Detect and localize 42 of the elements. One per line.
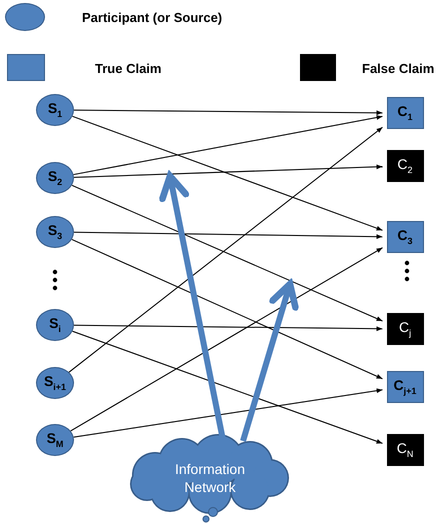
arrow [72,330,383,444]
arrow [73,115,383,176]
arrow [73,388,383,438]
arrow [73,164,383,178]
claim-label: C$_{3}$ [397,228,413,246]
arrow [71,238,383,380]
claim-box [386,371,424,403]
claim-box [386,97,424,129]
claim-box [386,150,424,182]
claim-label: C$_{j}$ [398,320,412,338]
claim-label: C$_{N}$ [396,441,414,459]
legend-label: True Claim [95,61,162,76]
arrow [68,126,383,373]
source-label: S$_{1}$ [48,101,62,119]
claim-label: C$_{1}$ [397,104,413,122]
cloud-label: Information Network [174,460,246,496]
source-label: S$_{M}$ [46,431,64,449]
thick-arrow [240,280,299,442]
arrow [70,247,383,432]
source-label: S$_{2}$ [48,169,62,187]
legend-label: False Claim [362,61,434,76]
source-ellipse [36,216,74,248]
claim-label: C$_{2}$ [397,157,413,175]
source-ellipse [36,94,74,126]
arrow [71,184,383,322]
legend-label: Participant (or Source) [82,10,222,25]
arrow [74,232,383,240]
source-label: S$_{i+1}$ [44,374,66,392]
arrow [74,324,383,332]
source-label: S$_{i}$ [49,316,61,334]
source-label: S$_{3}$ [48,223,62,241]
claim-box [386,313,424,345]
source-ellipse [36,162,74,194]
claim-box [386,434,424,466]
claim-label: C$_{j+1}$ [394,378,416,396]
cloud-shape [130,434,289,522]
source-ellipse [36,309,74,341]
arrow [74,110,383,116]
arrow [72,116,383,231]
source-ellipse [36,367,74,399]
claim-box [386,221,424,253]
source-ellipse [36,424,74,456]
